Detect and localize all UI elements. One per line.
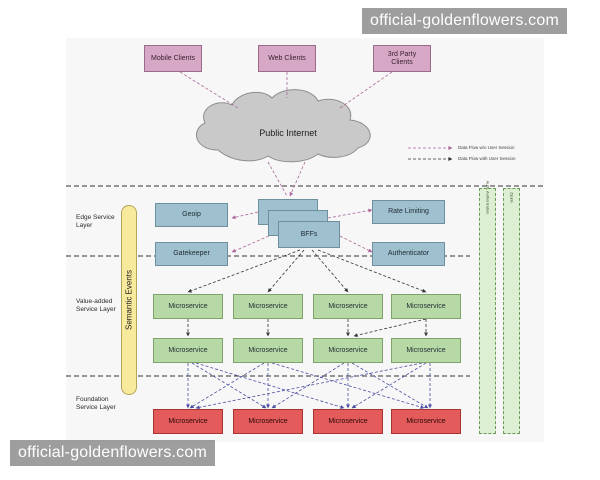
foundation-microservice-d: Microservice (391, 409, 461, 434)
foundation-microservice-b: Microservice (233, 409, 303, 434)
auth-side-bar-label: Auth, Authorization (485, 180, 490, 215)
value-layer-label: Value-added Service Layer (76, 298, 116, 313)
value-microservice-2d: Microservice (391, 338, 461, 363)
foundation-layer-label: Foundation Service Layer (76, 396, 116, 411)
foundation-microservice-a: Microservice (153, 409, 223, 434)
value-microservice-2a: Microservice (153, 338, 223, 363)
public-internet-label: Public Internet (259, 128, 317, 138)
zipkin-side-bar: Zipkin (503, 188, 520, 434)
value-microservice-2b: Microservice (233, 338, 303, 363)
watermark-bottom: official-goldenflowers.com (10, 440, 215, 466)
value-microservice-2c: Microservice (313, 338, 383, 363)
watermark-top: official-goldenflowers.com (362, 8, 567, 34)
bffs-node: BFFs (278, 221, 340, 248)
third-party-clients-node: 3rd Party Clients (373, 45, 431, 72)
legend-session-label: Data Flow with User Session (458, 156, 516, 161)
value-microservice-1c: Microservice (313, 294, 383, 319)
geoip-node: Geoip (155, 203, 228, 227)
value-microservice-1b: Microservice (233, 294, 303, 319)
semantic-events-label: Semantic Events (124, 269, 134, 331)
auth-side-bar: Auth, Authorization (479, 181, 496, 434)
public-internet-cloud (195, 89, 371, 163)
zipkin-side-bar-label: Zipkin (509, 192, 514, 203)
web-clients-node: Web Clients (258, 45, 316, 72)
mobile-clients-node: Mobile Clients (144, 45, 202, 72)
semantic-events-bar: Semantic Events (121, 205, 137, 395)
value-microservice-1d: Microservice (391, 294, 461, 319)
gatekeeper-node: Gatekeeper (155, 242, 228, 266)
legend (408, 146, 453, 161)
edge-layer-label: Edge Service Layer (76, 214, 115, 229)
value-microservice-1a: Microservice (153, 294, 223, 319)
authenticator-node: Authenticator (372, 242, 445, 266)
foundation-microservice-c: Microservice (313, 409, 383, 434)
rate-limiting-node: Rate Limiting (372, 200, 445, 224)
legend-no-session-label: Data Flow w/o User Session (458, 145, 515, 150)
